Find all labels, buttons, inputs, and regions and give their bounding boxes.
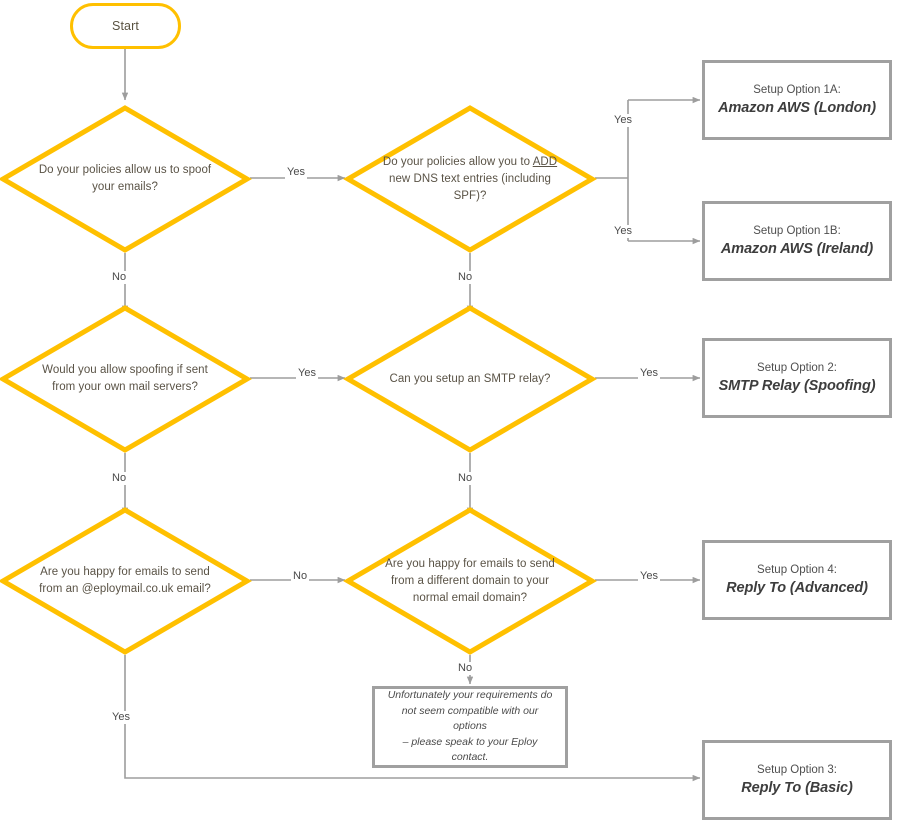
edge-label-d5-yes: Yes [110, 711, 132, 724]
edge-label-d3-no: No [110, 472, 129, 485]
outcome-heading: Setup Option 1B: [753, 225, 841, 237]
outcome-title: Reply To (Basic) [741, 780, 853, 796]
edge-label-d5-no: No [291, 570, 310, 583]
note-incompatible-requirements[interactable]: Unfortunately your requirements do not s… [372, 686, 568, 768]
outcome-option-3[interactable]: Setup Option 3: Reply To (Basic) [702, 740, 892, 820]
outcome-option-4[interactable]: Setup Option 4: Reply To (Advanced) [702, 540, 892, 620]
diamond-shape [343, 105, 597, 253]
decision-label: Can you setup an SMTP relay? [380, 305, 560, 453]
diamond-shape [343, 305, 597, 453]
edge-label-d6-yes: Yes [638, 570, 660, 583]
diamond-shape [0, 305, 252, 453]
start-label: Start [112, 19, 139, 33]
outcome-heading: Setup Option 1A: [753, 84, 841, 96]
edge-label-d3-yes: Yes [296, 367, 318, 380]
outcome-heading: Setup Option 3: [757, 764, 837, 776]
decision-text-d4: Can you setup an SMTP relay? [389, 372, 551, 385]
outcome-title: Amazon AWS (London) [718, 100, 876, 116]
outcome-heading: Setup Option 4: [757, 564, 837, 576]
edge-label-d2-yes-bottom: Yes [612, 225, 634, 238]
outcome-title: Reply To (Advanced) [726, 580, 868, 596]
edge-label-d2-yes-top: Yes [612, 114, 634, 127]
edge-label-d4-yes: Yes [638, 367, 660, 380]
edge-label-d6-no: No [456, 662, 475, 675]
edge-label-d1-yes: Yes [285, 166, 307, 179]
outcome-title: Amazon AWS (Ireland) [720, 241, 874, 257]
start-node[interactable]: Start [70, 3, 181, 49]
diamond-shape [343, 507, 597, 655]
outcome-heading: Setup Option 2: [757, 362, 837, 374]
edge-label-d1-no: No [110, 271, 129, 284]
decision-smtp-relay[interactable]: Can you setup an SMTP relay? [343, 305, 597, 453]
outcome-option-2[interactable]: Setup Option 2: SMTP Relay (Spoofing) [702, 338, 892, 418]
outcome-option-1a[interactable]: Setup Option 1A: Amazon AWS (London) [702, 60, 892, 140]
diamond-shape [0, 105, 252, 253]
underlined-add: ADD [532, 155, 558, 168]
edge-label-d4-no: No [456, 472, 475, 485]
outcome-title: SMTP Relay (Spoofing) [718, 378, 876, 394]
edge-label-d2-no: No [456, 271, 475, 284]
outcome-option-1b[interactable]: Setup Option 1B: Amazon AWS (Ireland) [702, 201, 892, 281]
diamond-shape [0, 507, 252, 655]
note-text: Unfortunately your requirements do not s… [387, 689, 553, 764]
